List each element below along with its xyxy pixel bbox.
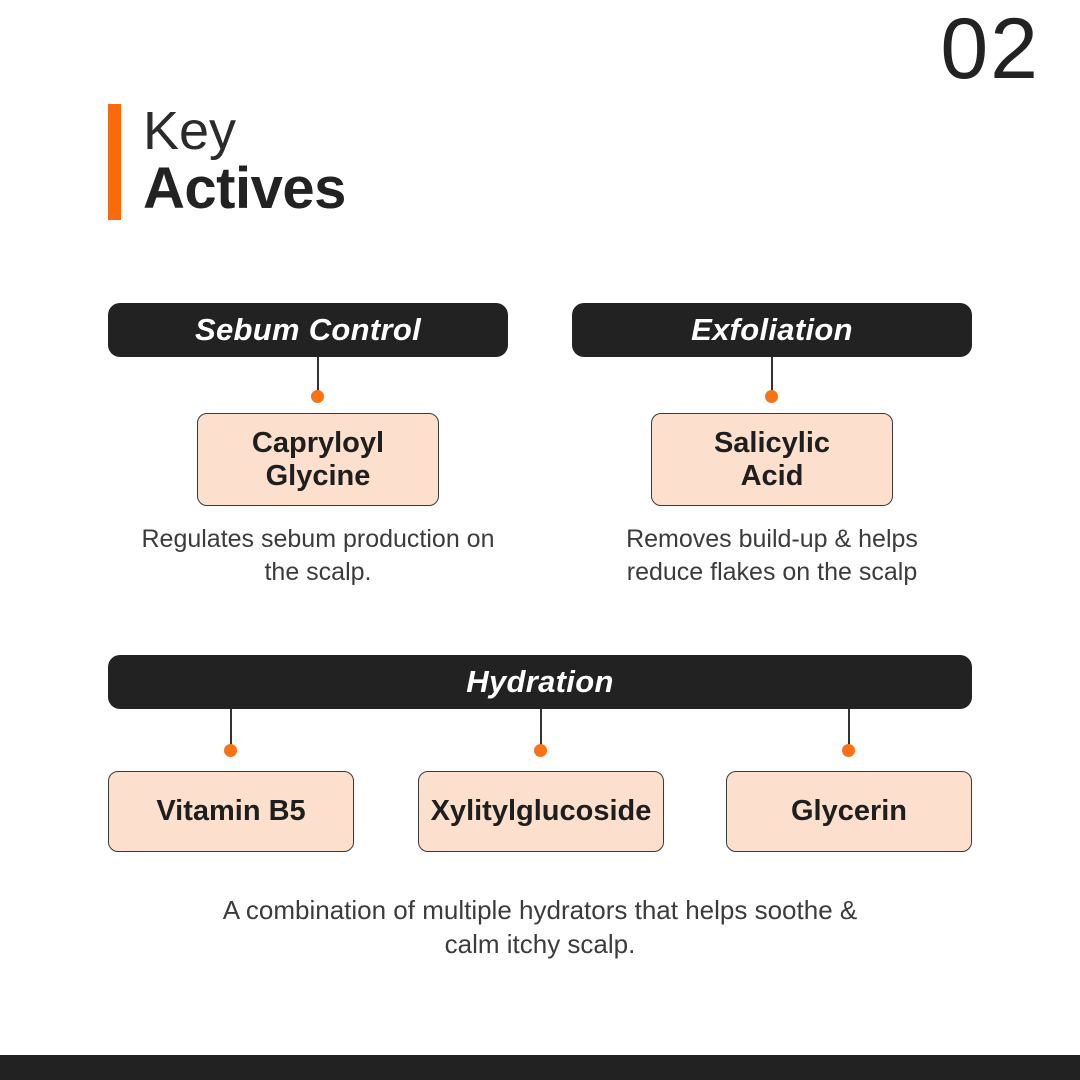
title-text-group: Key Actives [143, 101, 346, 222]
category-bar-exfoliation: Exfoliation [572, 303, 972, 357]
connector-dot-xylitylglucoside [534, 744, 547, 757]
footer-bar [0, 1055, 1080, 1080]
ingredient-box-salicylic-acid: Salicylic Acid [651, 413, 893, 506]
ingredient-box-xylitylglucoside: Xylitylglucoside [418, 771, 664, 852]
connector-dot-vitamin-b5 [224, 744, 237, 757]
connector-line-vitamin-b5 [230, 709, 232, 750]
ingredient-box-capryloyl-glycine: Capryloyl Glycine [197, 413, 439, 506]
category-bar-sebum-control: Sebum Control [108, 303, 508, 357]
connector-line-glycerin [848, 709, 850, 750]
ingredient-box-glycerin: Glycerin [726, 771, 972, 852]
title-accent-bar [108, 104, 121, 220]
connector-dot-glycerin [842, 744, 855, 757]
connector-line-exfoliation [771, 357, 773, 394]
page-number: 02 [940, 1, 1040, 97]
category-bar-hydration: Hydration [108, 655, 972, 709]
connector-line-sebum [317, 357, 319, 394]
description-sebum-control: Regulates sebum production on the scalp. [141, 525, 495, 586]
connector-dot-exfoliation [765, 390, 778, 403]
page-title: Key Actives [108, 101, 346, 222]
connector-line-xylitylglucoside [540, 709, 542, 750]
title-line-two: Actives [143, 156, 346, 222]
ingredient-box-vitamin-b5: Vitamin B5 [108, 771, 354, 852]
connector-dot-sebum [311, 390, 324, 403]
title-line-one: Key [143, 101, 237, 161]
description-exfoliation: Removes build-up & helps reduce flakes o… [626, 525, 918, 586]
description-hydration: A combination of multiple hydrators that… [222, 895, 858, 959]
